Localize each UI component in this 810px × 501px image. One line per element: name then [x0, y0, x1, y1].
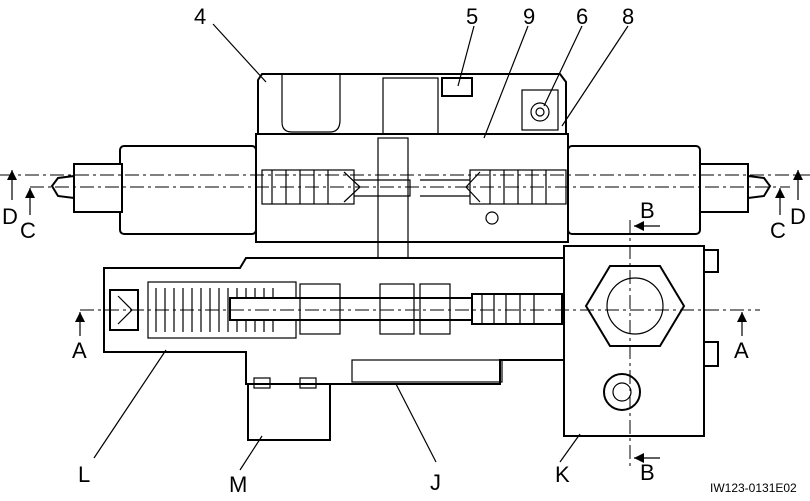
section-label-b-top: B [640, 198, 655, 223]
part-label-K: K [555, 462, 570, 487]
section-label-d-left: D [2, 204, 18, 229]
section-label-c-right: C [770, 218, 786, 243]
section-arrows [7, 170, 803, 463]
lower-spool-housing [103, 257, 565, 441]
centerlines [0, 174, 810, 470]
part-label-L: L [78, 462, 90, 487]
section-label-d-right: D [790, 204, 806, 229]
section-label-a-left: A [72, 338, 87, 363]
section-label-b-bottom: B [640, 460, 655, 485]
section-label-c-left: C [20, 218, 36, 243]
section-label-a-right: A [734, 338, 749, 363]
part-label-5: 5 [466, 4, 478, 29]
upper-housing [257, 73, 567, 139]
part-label-6: 6 [576, 4, 588, 29]
solenoid-body [50, 133, 772, 289]
part-label-8: 8 [622, 4, 634, 29]
right-block [563, 245, 719, 437]
part-label-4: 4 [194, 4, 206, 29]
part-label-9: 9 [523, 4, 535, 29]
drawing-code: IW123-0131E02 [710, 481, 797, 495]
part-label-J: J [430, 470, 441, 495]
leader-lines [93, 23, 629, 471]
part-label-M: M [229, 472, 247, 497]
